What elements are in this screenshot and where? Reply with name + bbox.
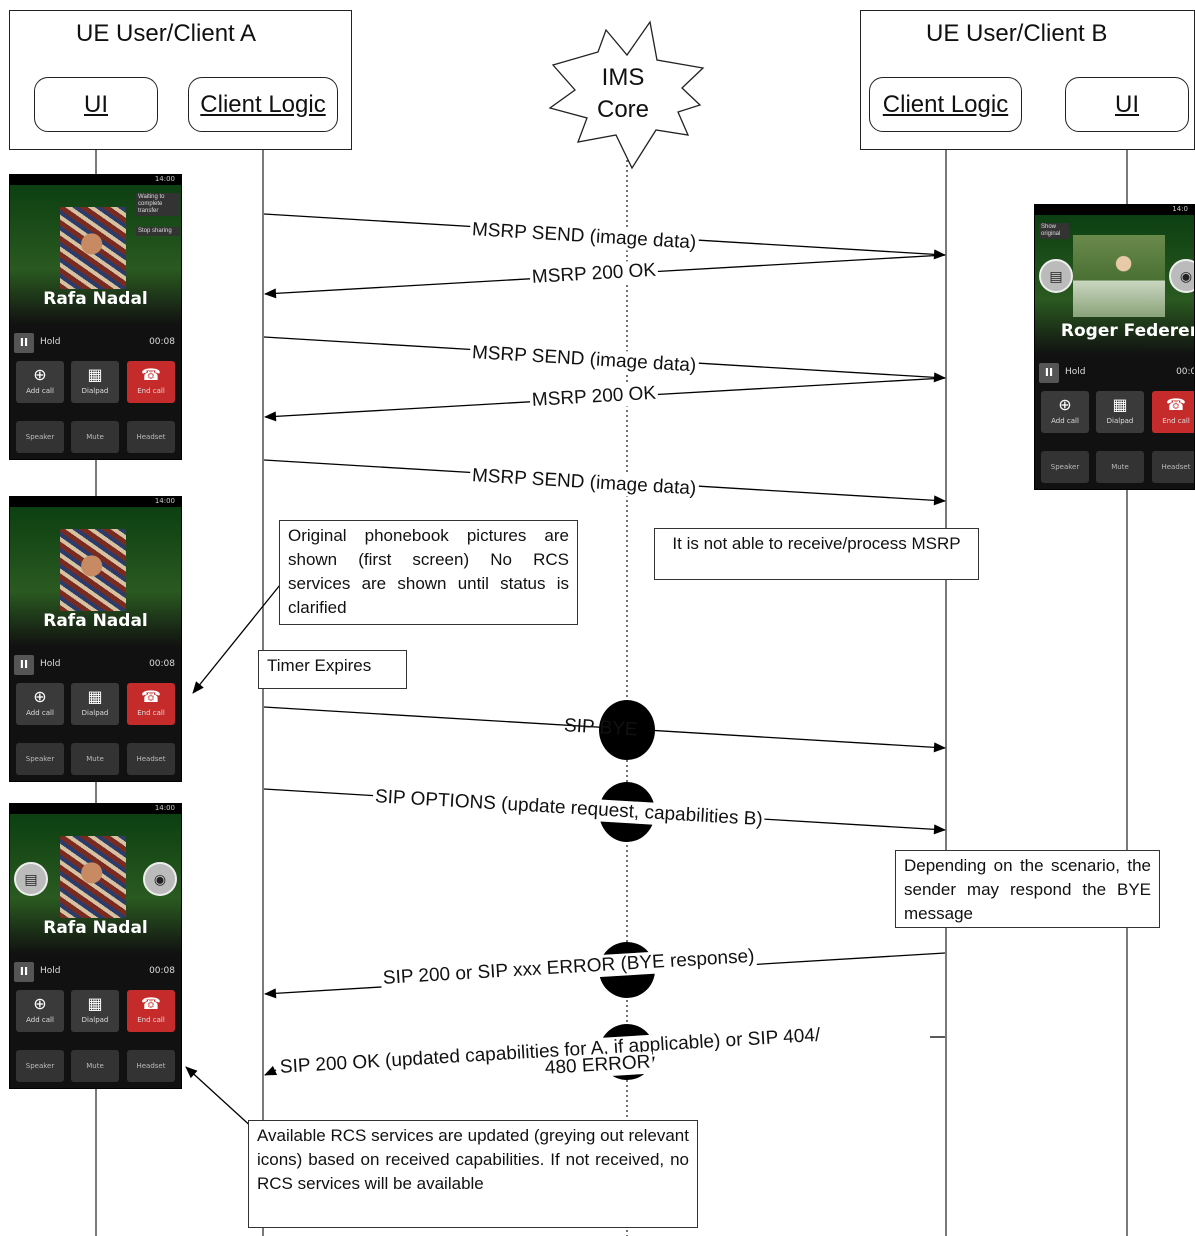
add-call-button[interactable]: ⊕Add call [16, 990, 64, 1032]
tag-stop-sharing: Stop sharing [136, 227, 180, 236]
contact-name: Roger Federer [1060, 321, 1195, 341]
ims-core-label: IMS Core [588, 62, 658, 126]
dialpad-icon: ▦ [87, 365, 103, 384]
contact-name: Rafa Nadal [43, 918, 148, 938]
hangup-icon: ☎ [141, 687, 161, 706]
msg-sip-bye: SIP BYE [563, 715, 639, 741]
client-b-title: UE User/Client B [926, 20, 1108, 47]
note-not-able: It is not able to receive/process MSRP [654, 528, 979, 580]
client-a-ui: UI [34, 77, 158, 132]
hangup-icon: ☎ [1166, 395, 1186, 414]
headset-button[interactable]: Headset [127, 421, 175, 453]
hold-icon[interactable]: II [14, 333, 34, 353]
phone-b-screen: 14:0 Show original ▤ ◉ Roger Federer II … [1034, 204, 1195, 490]
headset-button[interactable]: Headset [127, 1050, 175, 1082]
note-timer: Timer Expires [258, 650, 407, 689]
dialpad-button[interactable]: ▦Dialpad [71, 990, 119, 1032]
phone-a-screen-3: 14:00 ▤ ◉ Rafa Nadal II Hold 00:08 ⊕Add … [9, 803, 182, 1089]
note-depending: Depending on the scenario, the sender ma… [895, 850, 1160, 928]
dialpad-button[interactable]: ▦Dialpad [71, 683, 119, 725]
arrow-m6 [263, 706, 946, 753]
phone-a-screen-2: 14:00 Rafa Nadal II Hold 00:08 ⊕Add call… [9, 496, 182, 782]
hold-icon[interactable]: II [14, 655, 34, 675]
add-call-button[interactable]: ⊕Add call [1041, 391, 1089, 433]
end-call-button[interactable]: ☎End call [1152, 391, 1194, 433]
contact-picture [60, 836, 126, 918]
mute-button[interactable]: Mute [71, 743, 119, 775]
contact-name: Rafa Nadal [43, 289, 148, 309]
client-b-ui: UI [1065, 77, 1189, 132]
speaker-button[interactable]: Speaker [1041, 451, 1089, 483]
pointer-phonebook [192, 584, 281, 694]
video-share-icon[interactable]: ◉ [1169, 259, 1194, 293]
hold-icon[interactable]: II [14, 962, 34, 982]
ims-label-2: Core [596, 96, 650, 123]
ims-core-star [548, 20, 705, 170]
dialpad-icon: ▦ [87, 687, 103, 706]
image-share-icon[interactable]: ▤ [1039, 259, 1073, 293]
plus-icon: ⊕ [33, 994, 47, 1013]
hold-icon[interactable]: II [1039, 363, 1059, 383]
plus-icon: ⊕ [33, 687, 47, 706]
plus-icon: ⊕ [1058, 395, 1072, 414]
add-call-button[interactable]: ⊕Add call [16, 361, 64, 403]
client-a-title: UE User/Client A [76, 20, 257, 47]
dialpad-icon: ▦ [1112, 395, 1128, 414]
speaker-button[interactable]: Speaker [16, 1050, 64, 1082]
note-phonebook: Original phonebook pictures are shown (f… [279, 520, 578, 625]
mute-button[interactable]: Mute [71, 421, 119, 453]
ims-label-1: IMS [601, 64, 645, 91]
headset-button[interactable]: Headset [127, 743, 175, 775]
dialpad-button[interactable]: ▦Dialpad [1096, 391, 1144, 433]
plus-icon: ⊕ [33, 365, 47, 384]
mute-button[interactable]: Mute [1096, 451, 1144, 483]
client-b-logic: Client Logic [869, 77, 1022, 132]
speaker-button[interactable]: Speaker [16, 421, 64, 453]
client-a-logic: Client Logic [188, 77, 338, 132]
contact-name: Rafa Nadal [43, 611, 148, 631]
video-share-icon[interactable]: ◉ [143, 862, 177, 896]
note-available: Available RCS services are updated (grey… [248, 1120, 698, 1228]
end-call-button[interactable]: ☎End call [127, 361, 175, 403]
tag-show-original: Show original [1039, 223, 1069, 239]
tag-waiting: Waiting to complete transfer [136, 193, 180, 216]
contact-picture [60, 529, 126, 611]
add-call-button[interactable]: ⊕Add call [16, 683, 64, 725]
dialpad-button[interactable]: ▦Dialpad [71, 361, 119, 403]
contact-picture [60, 207, 126, 289]
image-share-icon[interactable]: ▤ [14, 862, 48, 896]
hangup-icon: ☎ [141, 994, 161, 1013]
end-call-button[interactable]: ☎End call [127, 683, 175, 725]
speaker-button[interactable]: Speaker [16, 743, 64, 775]
ims-blob [599, 700, 655, 760]
mute-button[interactable]: Mute [71, 1050, 119, 1082]
pointer-available [185, 1066, 256, 1131]
phone-a-screen-1: 14:00 Waiting to complete transfer Stop … [9, 174, 182, 460]
headset-button[interactable]: Headset [1152, 451, 1194, 483]
hangup-icon: ☎ [141, 365, 161, 384]
dialpad-icon: ▦ [87, 994, 103, 1013]
arrow-m9b [264, 1065, 278, 1076]
end-call-button[interactable]: ☎End call [127, 990, 175, 1032]
contact-picture [1073, 235, 1165, 317]
